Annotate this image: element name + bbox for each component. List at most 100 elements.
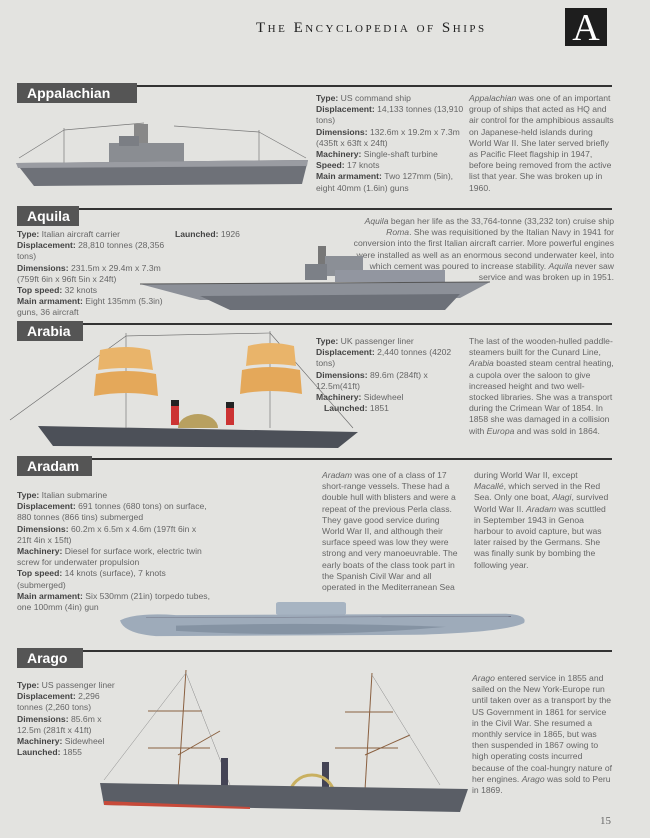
aquila-illustration xyxy=(140,246,491,310)
spec-label: Dimensions: xyxy=(17,262,71,273)
spec-value: Two 127mm (5in), eight 40mm (1.6in) guns xyxy=(316,171,454,193)
description-text: was scuttled in September 1943 in Genoa … xyxy=(474,503,606,570)
spec-label: Displacement: xyxy=(17,501,79,512)
ship-name-italic: Europa xyxy=(486,425,515,436)
spec-row: Displacement: 2,440 tonnes (4202 tons) xyxy=(316,347,466,369)
ship-name-italic: Aquila xyxy=(548,260,573,271)
spec-row: Main armament: Eight 135mm (5.3in) guns,… xyxy=(17,296,172,318)
description: Arago entered service in 1855 and sailed… xyxy=(472,673,614,796)
spec-value: 17 knots xyxy=(347,160,380,171)
spec-value: 231.5m x 29.4m x 7.3m (759ft 6in x 96ft … xyxy=(17,262,161,284)
spec-value: UK passenger liner xyxy=(340,336,414,346)
spec-row: Launched: 1855 xyxy=(17,747,127,758)
description: The last of the wooden-hulled paddle-ste… xyxy=(469,336,614,437)
spec-value: 2,296 tonnes (2,260 tons) xyxy=(17,691,100,713)
spec-label: Displacement: xyxy=(17,691,79,702)
spec-row: Dimensions: 89.6m (284ft) x 12.5m(41ft) xyxy=(316,370,466,392)
ship-name-italic: Aquila xyxy=(364,216,389,226)
spec-label: Type: xyxy=(316,93,341,103)
spec-row: Type: US command ship xyxy=(316,93,466,104)
spec-row: Dimensions: 231.5m x 29.4m x 7.3m (759ft… xyxy=(17,263,172,285)
spec-value: 1851 xyxy=(369,403,389,414)
section-rule xyxy=(92,458,612,460)
section-rule xyxy=(83,650,612,652)
spec-label: Type: xyxy=(17,229,42,239)
spec-label: Launched: xyxy=(175,229,221,239)
description-text: , survived World War II. xyxy=(474,492,609,514)
spec-label: Main armament: xyxy=(316,171,385,182)
description-text: was one of an important group of ships t… xyxy=(469,93,614,193)
description-text: , which served in the Red Sea. Only one … xyxy=(474,481,601,503)
spec-value: US command ship xyxy=(340,93,411,103)
spec-label: Displacement: xyxy=(316,104,378,115)
spec-value: 2,440 tonnes (4202 tons) xyxy=(316,347,452,369)
section-title-aquila: Aquila xyxy=(17,206,79,226)
spec-row: Type: UK passenger liner xyxy=(316,336,466,347)
spec-row: Type: US passenger liner xyxy=(17,680,127,691)
spec-label: Dimensions: xyxy=(316,369,370,380)
arabia-illustration xyxy=(9,331,358,448)
spec-value: US passenger liner xyxy=(41,680,115,690)
spec-row: Displacement: 14,133 tonnes (13,910 tons… xyxy=(316,104,466,126)
spec-row: Main armament: Six 530mm (21in) torpedo … xyxy=(17,591,212,613)
description-text: was sold to Peru in 1869. xyxy=(472,773,611,796)
section-title-arago: Arago xyxy=(17,648,83,668)
section-rule xyxy=(137,85,612,87)
spec-row: Top speed: 32 knots xyxy=(17,285,172,296)
spec-value: Sidewheel xyxy=(363,392,404,403)
arago-illustration xyxy=(100,669,468,812)
description-text: and was sold in 1864. xyxy=(514,425,600,436)
section-title-arabia: Arabia xyxy=(17,321,83,341)
description-text: never saw service and was broken up in 1… xyxy=(478,260,614,283)
section-letter-tab: A xyxy=(565,8,607,48)
spec-label: Top speed: xyxy=(17,285,65,296)
spec-row: Speed: 17 knots xyxy=(316,160,466,171)
spec-label: Displacement: xyxy=(17,240,79,251)
description: Aquila began her life as the 33,764-tonn… xyxy=(352,216,614,283)
spec-label: Launched: xyxy=(17,747,63,758)
description: Appalachian was one of an important grou… xyxy=(469,93,615,194)
ship-name-italic: Arago xyxy=(521,773,545,784)
ship-name-italic: Arago xyxy=(472,673,495,683)
spec-row: Main armament: Two 127mm (5in), eight 40… xyxy=(316,171,466,193)
spec-row: Machinery: Sidewheel xyxy=(316,392,466,403)
spec-row: Top speed: 14 knots (surface), 7 knots (… xyxy=(17,568,212,590)
spec-label: Launched: xyxy=(324,403,370,414)
book-title: The Encyclopedia of Ships xyxy=(256,20,487,36)
spec-value: 89.6m (284ft) x 12.5m(41ft) xyxy=(316,369,428,391)
description-text: entered service in 1855 and sailed on th… xyxy=(472,673,612,784)
spec-label: Speed: xyxy=(316,160,348,171)
description-text: The last of the wooden-hulled paddle-ste… xyxy=(469,336,613,358)
ship-name-italic: Macallé xyxy=(474,481,504,492)
spec-label: Main armament: xyxy=(17,296,86,307)
section-title-aradam: Aradam xyxy=(17,456,92,476)
spec-value: 85.6m x 12.5m (281ft x 41ft) xyxy=(17,713,102,735)
spec-label: Main armament: xyxy=(17,590,86,601)
ship-name-italic: Aradam xyxy=(322,470,353,480)
spec-label: Displacement: xyxy=(316,347,378,358)
spec-value: 32 knots xyxy=(64,285,98,296)
aradam-illustration xyxy=(120,601,525,637)
description-text: was one of a class of 17 short-range ves… xyxy=(322,470,578,593)
spec-value: 691 tonnes (680 tons) on surface, 880 to… xyxy=(17,501,207,523)
spec-label: Machinery: xyxy=(316,149,364,160)
spec-row: Dimensions: 132.6m x 19.2m x 7.3m (435ft… xyxy=(316,127,466,149)
spec-value: 1926 xyxy=(220,229,240,239)
section-rule xyxy=(83,323,612,325)
spec-value: 14,133 tonnes (13,910 tons) xyxy=(316,104,464,126)
section-rule xyxy=(79,208,612,210)
spec-value: Six 530mm (21in) torpedo tubes, one 100m… xyxy=(17,590,210,613)
spec-label: Type: xyxy=(17,680,42,690)
section-title-appalachian: Appalachian xyxy=(17,83,137,103)
description-text: boasted steam central heating, a cupola … xyxy=(469,358,614,436)
spec-label: Type: xyxy=(17,490,42,500)
spec-row: Launched: 1926 xyxy=(175,229,240,240)
page-number: 15 xyxy=(600,815,611,827)
spec-row: Displacement: 691 tonnes (680 tons) on s… xyxy=(17,501,212,523)
spec-value: Diesel for surface work, electric twin s… xyxy=(17,546,202,568)
spec-row: Machinery: Diesel for surface work, elec… xyxy=(17,546,212,568)
spec-value: Sidewheel xyxy=(64,736,105,747)
